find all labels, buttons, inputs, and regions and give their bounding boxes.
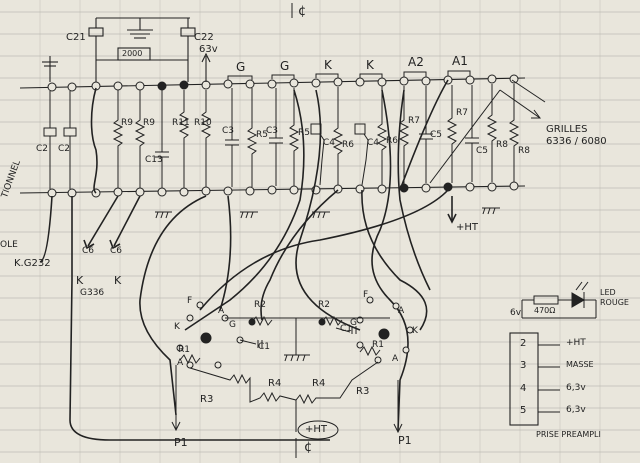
label-r3a: R3	[200, 394, 214, 405]
socket-right-f: F	[363, 290, 369, 300]
connector-pin-5-num: 5	[520, 405, 527, 416]
socket-left-a2: A	[177, 358, 184, 368]
stage-label-3: K	[324, 58, 332, 72]
label-kg232: K.G232	[14, 258, 51, 269]
connector-caption: PRISE PREAMPLI	[536, 430, 601, 439]
label-r6b: R6	[386, 136, 398, 146]
socket-interconnects	[171, 315, 403, 440]
socket-left-c1: C1	[258, 342, 271, 352]
connector-pin-4-label: 6,3v	[566, 383, 586, 393]
top-filter-caps	[42, 17, 211, 82]
connector-pin-5-label: 6,3v	[566, 405, 586, 415]
socket-left-r1: R1	[178, 345, 190, 355]
label-r3b: R3	[356, 386, 370, 397]
label-c2b: C2	[58, 144, 71, 154]
label-c22-rating: 63v	[199, 44, 218, 55]
top-terminals	[47, 74, 519, 92]
label-r11: R11	[172, 118, 190, 128]
center-mark-top: ¢	[298, 4, 307, 19]
label-c22: C22	[194, 32, 214, 43]
socket-right-r2: R2	[318, 300, 330, 310]
connector-pin-2-label: +HT	[566, 338, 586, 348]
label-c6b: C6	[110, 246, 123, 256]
stage-label-2: G	[280, 59, 290, 73]
label-c21: C21	[66, 32, 86, 43]
socket-left-r2: R2	[254, 300, 266, 310]
label-r6a: R6	[342, 140, 354, 150]
tube-socket-left	[176, 301, 256, 369]
label-r9b: R9	[143, 118, 155, 128]
label-r10: R10	[194, 118, 212, 128]
label-bridge: 2000	[122, 49, 143, 58]
socket-left-a: A	[218, 306, 225, 316]
components-between-strips	[43, 79, 546, 189]
wiring	[39, 79, 457, 441]
label-r4a: R4	[268, 378, 282, 389]
label-left-edge-2: OLE	[0, 240, 18, 250]
stage-brackets	[227, 70, 471, 80]
preamp-connector	[509, 332, 560, 426]
connector-pin-4-num: 4	[520, 383, 527, 394]
stage-label-1: G	[236, 60, 246, 74]
label-r5a: R5	[256, 130, 268, 140]
label-led-rouge: ROUGE	[600, 298, 629, 307]
label-grilles-tubes: 6336 / 6080	[546, 136, 607, 147]
label-c4b: C4	[367, 138, 380, 148]
label-hht: +HT	[456, 222, 479, 233]
paper-grid-verticals	[39, 0, 601, 463]
label-c13: C13	[145, 155, 163, 165]
label-c4a: C4	[323, 138, 336, 148]
label-tube-g336: G336	[80, 288, 105, 298]
socket-left-k: K	[174, 322, 180, 332]
socket-right-c1: C1	[340, 324, 353, 334]
socket-left-f: F	[187, 296, 193, 306]
label-p1b: P1	[398, 434, 412, 447]
label-k2: K	[114, 274, 122, 287]
label-led-volts: 6v	[510, 308, 522, 318]
label-p1a: P1	[174, 436, 188, 449]
led-circuit	[521, 281, 597, 319]
label-c3b: C3	[266, 126, 279, 136]
label-c2a: C2	[36, 144, 49, 154]
center-axis	[291, 3, 297, 458]
connector-pin-2-num: 2	[520, 338, 527, 349]
label-r9: R9	[121, 118, 133, 128]
label-r5b: R5	[298, 128, 310, 138]
label-led-resistor: 470Ω	[534, 306, 556, 315]
socket-right-a2: A	[392, 354, 399, 364]
label-c5a: C5	[430, 130, 443, 140]
label-r4b: R4	[312, 378, 326, 389]
socket-right-a: A	[398, 306, 405, 316]
socket-right-g: G	[350, 318, 357, 328]
socket-left-g: G	[229, 320, 236, 330]
bottom-terminals	[47, 181, 519, 198]
label-r7a: R7	[408, 116, 420, 126]
ground-symbols	[155, 207, 500, 362]
label-c6a: C6	[82, 246, 95, 256]
connector-pin-3-num: 3	[520, 360, 527, 371]
label-c5b: C5	[476, 146, 489, 156]
stage-label-6: A1	[452, 54, 468, 68]
center-mark-bottom: ¢	[304, 440, 313, 455]
label-grilles: GRILLES	[546, 124, 588, 135]
socket-right-r1: R1	[372, 340, 384, 350]
label-c3a: C3	[222, 126, 235, 136]
socket-right-k: K	[412, 326, 418, 336]
stage-label-5: A2	[408, 55, 424, 69]
label-r8b: R8	[518, 146, 530, 156]
label-plus-ht: +HT	[305, 424, 328, 435]
label-k1: K	[76, 274, 84, 287]
stage-label-4: K	[366, 58, 374, 72]
connector-pin-3-label: MASSE	[566, 360, 594, 369]
label-r7b: R7	[456, 108, 468, 118]
label-r8: R8	[496, 140, 508, 150]
label-led: LED	[600, 288, 616, 297]
